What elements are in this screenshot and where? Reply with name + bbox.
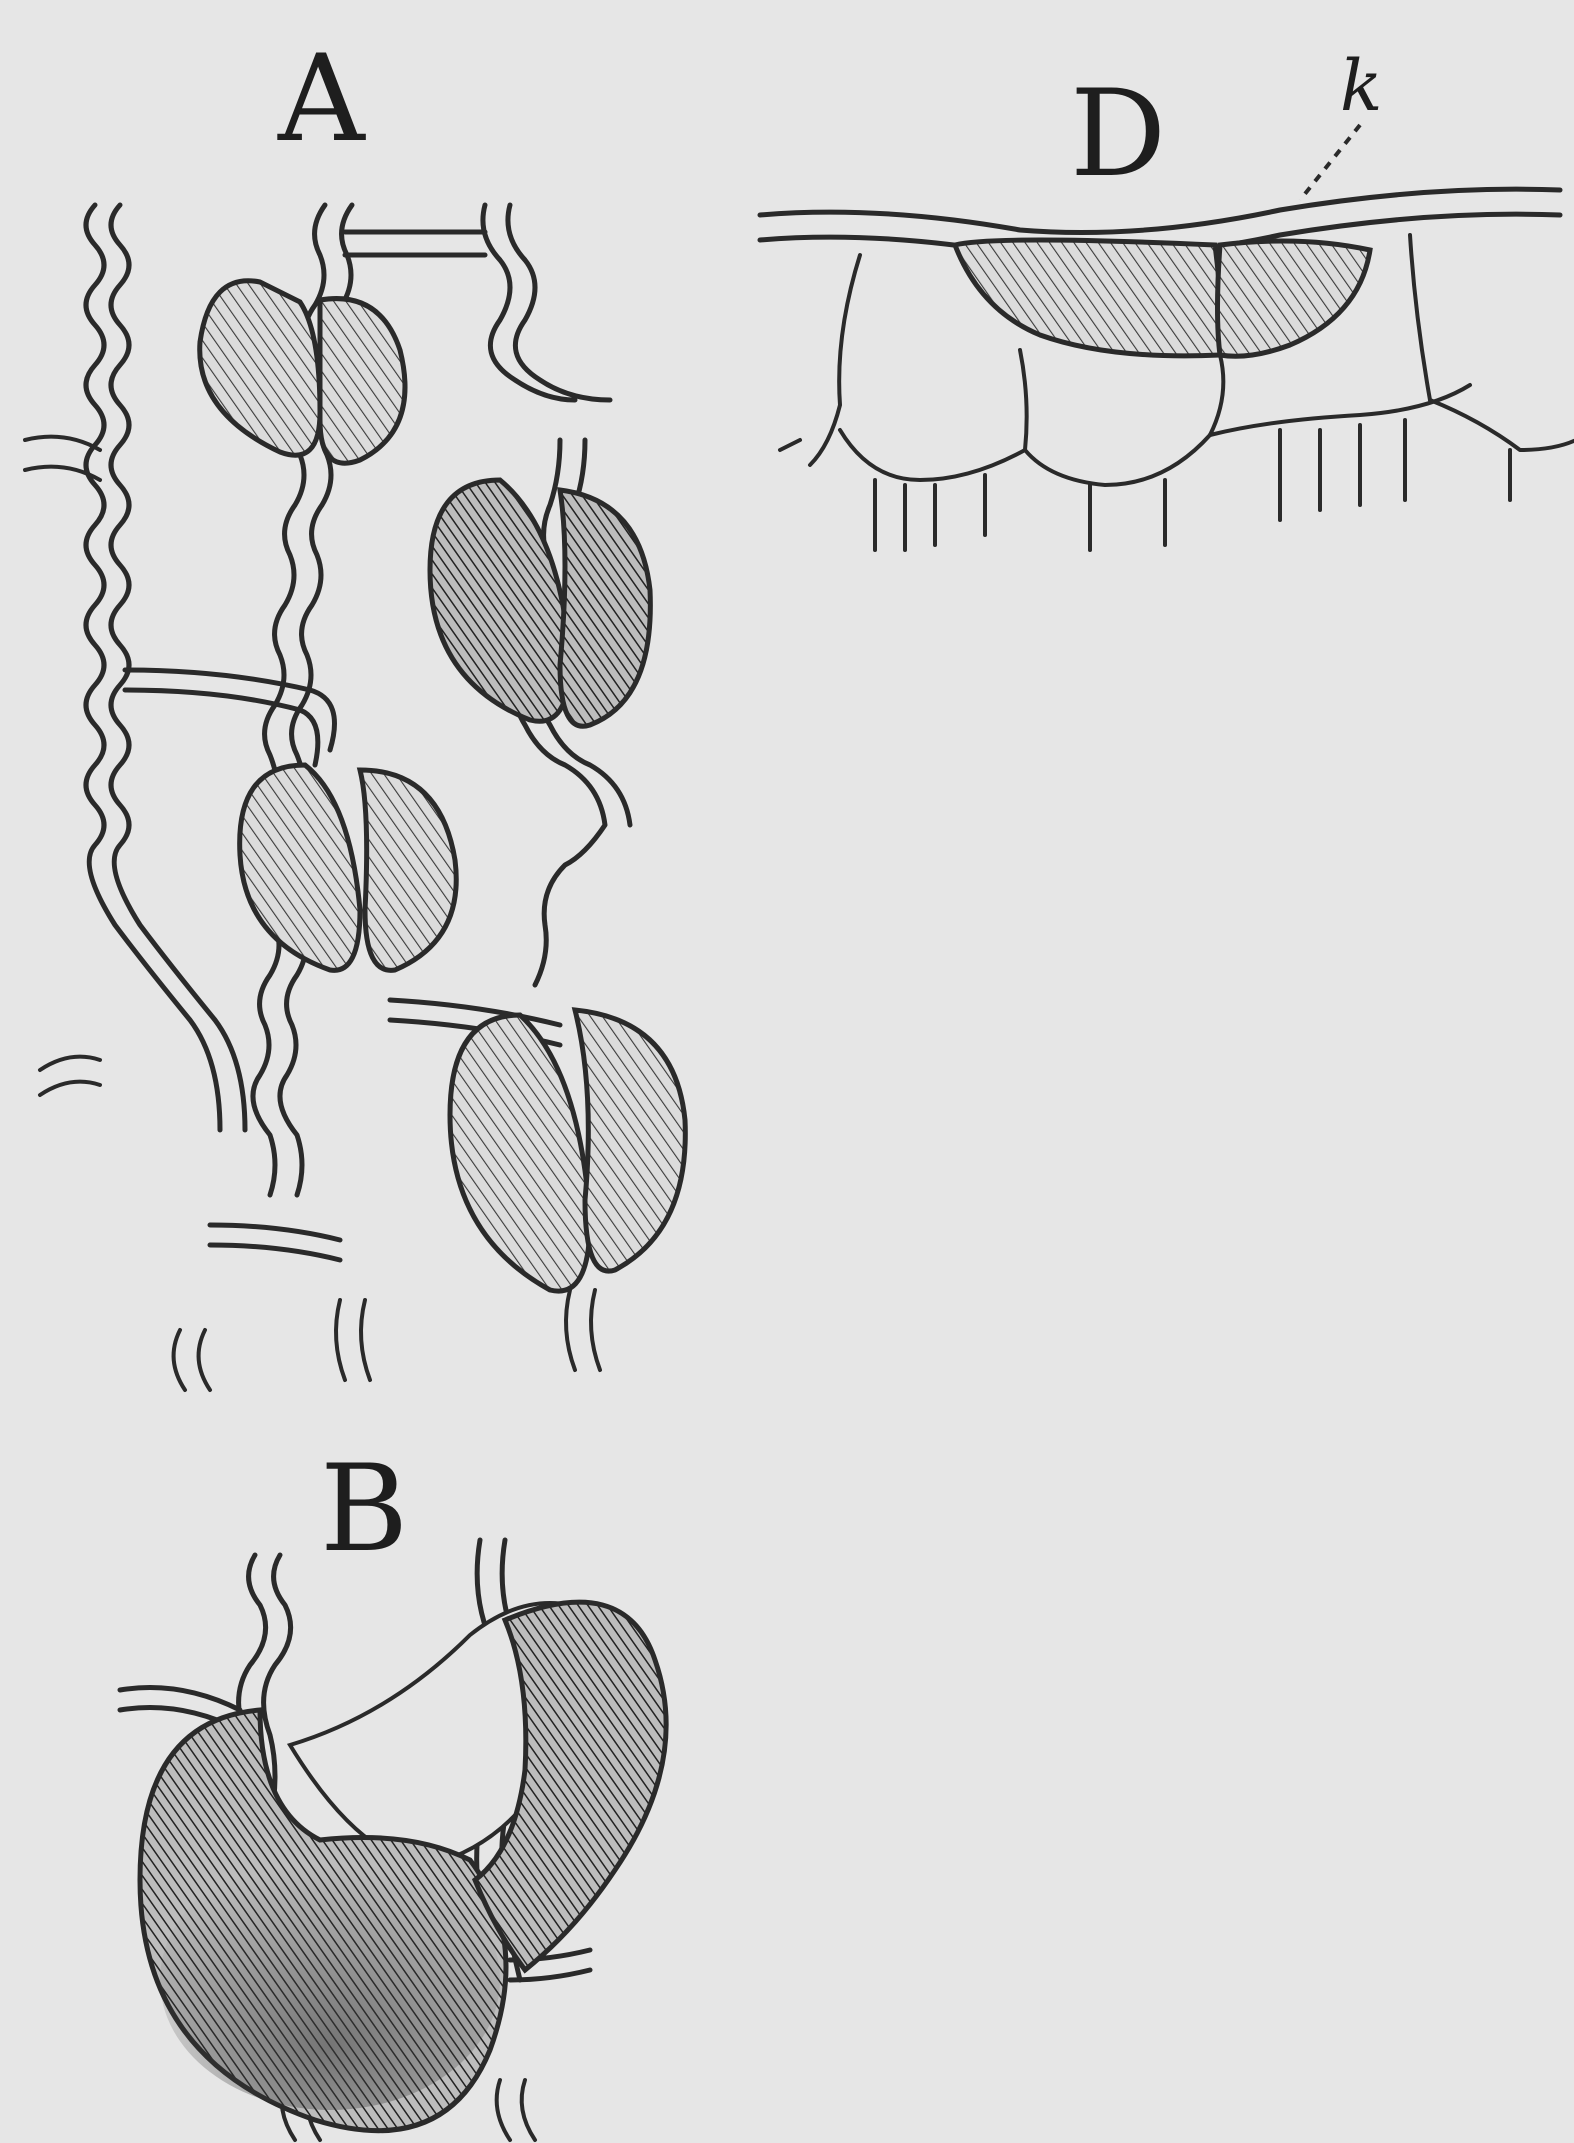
stoma-a4 (450, 1010, 685, 1291)
stoma-a1 (200, 281, 405, 463)
stoma-a3 (240, 765, 457, 970)
guard-cell-cross-left (955, 240, 1222, 356)
panel-d-annotation-k: k (1340, 45, 1382, 127)
panel-a: A (25, 30, 685, 1390)
panel-d-label: D (1070, 65, 1166, 204)
panel-d: D k (760, 45, 1574, 550)
panel-b-label: B (320, 1440, 408, 1579)
panel-d-epidermis (760, 189, 1574, 550)
guard-cell-cross-right (1218, 241, 1371, 356)
panel-a-label: A (277, 30, 366, 169)
annotation-k-pointer (1300, 125, 1360, 200)
stoma-b (140, 1602, 666, 2131)
panel-b: B (120, 1440, 666, 2140)
stoma-a2 (430, 480, 650, 726)
